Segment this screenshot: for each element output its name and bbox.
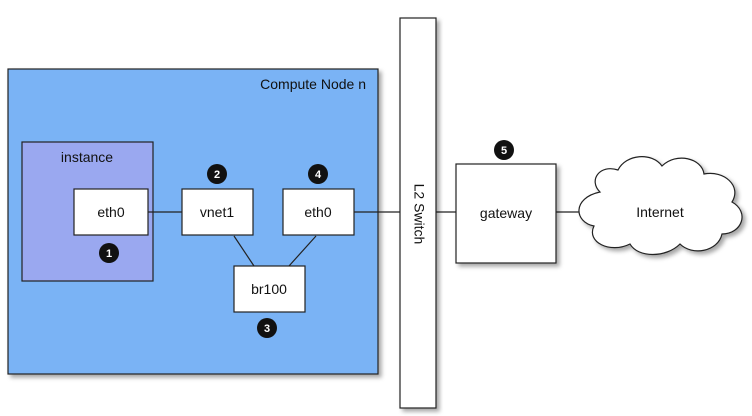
marker-1: 1 (99, 243, 119, 263)
marker-1-label: 1 (106, 248, 112, 260)
marker-5-label: 5 (501, 145, 507, 157)
marker-4-label: 4 (315, 169, 322, 181)
host-eth0-box (282, 188, 355, 236)
l2-switch-label: L2 Switch (411, 184, 427, 245)
instance-eth0-box (73, 188, 149, 236)
instance-eth0-label: eth0 (97, 204, 124, 220)
l2-switch: L2 Switch (399, 17, 437, 409)
marker-2: 2 (207, 164, 227, 184)
link-eth0-br100 (288, 235, 317, 267)
marker-5-circle (494, 140, 514, 160)
marker-3-label: 3 (264, 323, 270, 335)
gateway-box (455, 163, 557, 264)
link-vnet1-br100 (233, 235, 255, 267)
cloud-icon (578, 156, 743, 256)
node-instance-eth0: eth0 (73, 188, 149, 236)
instance-title: instance (61, 149, 113, 165)
marker-2-label: 2 (214, 169, 220, 181)
vnet1-box (181, 188, 254, 236)
br100-box (233, 265, 306, 313)
connections (148, 211, 582, 267)
node-host-eth0: eth0 (282, 188, 355, 236)
gateway-label: gateway (480, 205, 532, 221)
marker-4-circle (308, 164, 328, 184)
node-gateway: gateway (455, 163, 557, 264)
host-eth0-label: eth0 (304, 204, 331, 220)
node-br100: br100 (233, 265, 306, 313)
marker-3: 3 (257, 318, 277, 338)
marker-4: 4 (308, 164, 328, 184)
br100-label: br100 (251, 281, 287, 297)
internet-cloud: Internet (578, 156, 743, 256)
marker-2-circle (207, 164, 227, 184)
node-vnet1: vnet1 (181, 188, 254, 236)
compute-node-title: Compute Node n (260, 76, 366, 92)
internet-label: Internet (636, 204, 684, 220)
marker-3-circle (257, 318, 277, 338)
l2-switch-box (399, 17, 437, 409)
marker-5: 5 (494, 140, 514, 160)
vnet1-label: vnet1 (200, 204, 234, 220)
marker-1-circle (99, 243, 119, 263)
